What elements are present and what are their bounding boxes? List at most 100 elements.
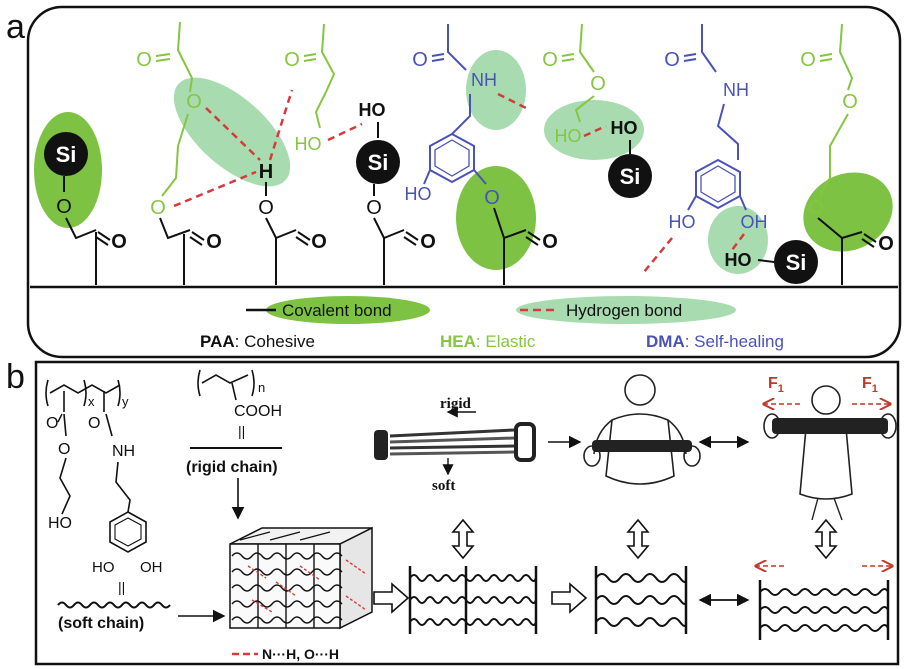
hydroxyl-oh: OH	[741, 212, 768, 232]
ester-oxygen-top: O	[542, 49, 558, 71]
hollow-arrow-right	[551, 582, 588, 614]
svg-text:PAA: Cohesive: PAA: Cohesive	[200, 332, 315, 351]
subscript-y: y	[122, 394, 129, 409]
hydrogen-bond-ellipse	[466, 50, 526, 130]
panel-b-frame	[34, 360, 900, 666]
si-label: Si	[368, 150, 389, 175]
si-label: Si	[56, 142, 77, 167]
equals-sign: ||	[118, 579, 125, 595]
soft-chain-label: (soft chain)	[58, 615, 144, 632]
subscript-n: n	[258, 380, 265, 395]
hollow-arrow-right	[373, 582, 410, 614]
group-dma-2: O NH HO OH HO Si	[643, 24, 818, 284]
svg-text:HEA: Elastic: HEA: Elastic	[440, 332, 536, 351]
hydroxyl-ho: HO	[611, 118, 638, 138]
hydrogen-bond-ellipse	[544, 100, 644, 160]
silicon-atom	[356, 140, 400, 184]
group-hea-2: O HO	[284, 23, 363, 154]
si-label: Si	[786, 250, 807, 275]
silicon-atom	[608, 154, 652, 198]
oxygen-label: O	[366, 197, 382, 219]
chain-schematic-3	[756, 566, 892, 640]
panel-b-label: b	[6, 358, 25, 396]
ester-oxygen: O	[590, 73, 606, 95]
group-hea-1: O O O H O O O	[136, 21, 327, 285]
catechol-ring	[109, 511, 147, 553]
paa-structure: n COOH || (rigid chain)	[186, 369, 282, 520]
group-dma-1: O NH HO O O	[405, 24, 558, 285]
hydroxyl-ho: HO	[359, 100, 386, 120]
legend-covalent-swatch	[266, 296, 430, 324]
carbonyl-oxygen: O	[111, 231, 127, 253]
hbond-dash	[173, 170, 257, 208]
catechol-ring	[695, 158, 741, 210]
ester-oxygen-top: O	[136, 49, 152, 71]
amine-label: NH	[723, 80, 749, 100]
oxygen-label: O	[88, 415, 100, 432]
group-hea-3: O O HO HO Si	[542, 23, 652, 198]
hollow-arrow-updown	[451, 518, 475, 560]
hydrogen-bond-ellipse	[173, 77, 291, 187]
hbond-dash	[583, 124, 607, 138]
hollow-arrows	[373, 518, 838, 614]
hbond-dash	[643, 237, 673, 273]
force-label-left: F1	[768, 375, 784, 395]
ester-oxygen-top: O	[800, 49, 816, 71]
hbond-dash	[327, 122, 363, 142]
hea-desc: : Elastic	[476, 332, 536, 351]
athlete-stretching-illustration: F1 F1	[764, 375, 897, 521]
legend-covalent-label: Covalent bond	[282, 301, 392, 320]
paa-desc: : Cohesive	[235, 332, 315, 351]
catechol-ring	[429, 132, 475, 184]
covalent-bond-ellipse	[456, 166, 536, 270]
hbond-dash	[497, 92, 527, 110]
silicon-atom	[774, 240, 818, 284]
hea-abbr: HEA	[440, 332, 476, 351]
ester-oxygen-top: O	[284, 49, 300, 71]
rigid-chain-label: (rigid chain)	[186, 459, 278, 476]
hbond-dash	[731, 233, 745, 251]
panel-a-label: a	[6, 8, 25, 46]
carbonyl-oxygen: O	[878, 233, 894, 255]
covalent-bond-ellipse	[803, 172, 893, 252]
si-label: Si	[620, 164, 641, 189]
ester-oxygen: O	[186, 91, 202, 113]
carbonyl-oxygen: O	[420, 231, 436, 253]
group-si-ester-2: HO Si O O	[356, 100, 436, 285]
ester-oxygen: O	[808, 197, 824, 219]
hydroxyl-oh: OH	[140, 559, 163, 576]
hydrogen-atom: H	[259, 161, 273, 183]
oxygen-label: O	[46, 415, 58, 432]
carbonyl-oxygen: O	[206, 231, 222, 253]
legend-hbond-label: Hydrogen bond	[566, 301, 682, 320]
paa-abbr: PAA	[200, 332, 235, 351]
group-si-ester-1: Si O O	[34, 112, 127, 285]
hbond-dash	[205, 107, 261, 161]
svg-text:DMA: Self-healing: DMA: Self-healing	[646, 332, 784, 351]
hbond-dash	[268, 89, 294, 161]
hydroxyl-ho: HO	[555, 126, 582, 146]
group-hea-4: O O O O	[800, 23, 894, 285]
carbonyl-oxygen: O	[542, 231, 558, 253]
hydroxyl-ho: HO	[48, 515, 72, 532]
hydroxyl-ho: HO	[669, 212, 696, 232]
hydroxyl-ho: HO	[725, 250, 752, 270]
expander-soft-label: soft	[432, 478, 455, 494]
oxygen-label: O	[56, 196, 72, 218]
hbond-legend-label: N···H, O···H	[262, 646, 339, 662]
carbonyl-oxygen: O	[311, 231, 327, 253]
oxygen-label: O	[58, 441, 70, 458]
hydroxyl-ho: HO	[295, 134, 322, 154]
dma-abbr: DMA	[646, 332, 685, 351]
hydroxyl-oxygen: O	[150, 197, 166, 219]
component-legend: PAA: Cohesive HEA: Elastic DMA: Self-hea…	[200, 332, 784, 351]
carboxyl-label: COOH	[234, 403, 282, 420]
copolymer-structure: x y O O HO O NH HO OH || (soft chain)	[45, 379, 226, 632]
legend-hbond-swatch	[516, 296, 736, 324]
ester-oxygen: O	[842, 91, 858, 113]
chain-schematic-2	[594, 566, 750, 634]
chest-expander-illustration: rigid soft	[374, 396, 582, 494]
hollow-arrow-updown	[626, 518, 650, 560]
hydroxyl-ho: HO	[92, 559, 115, 576]
